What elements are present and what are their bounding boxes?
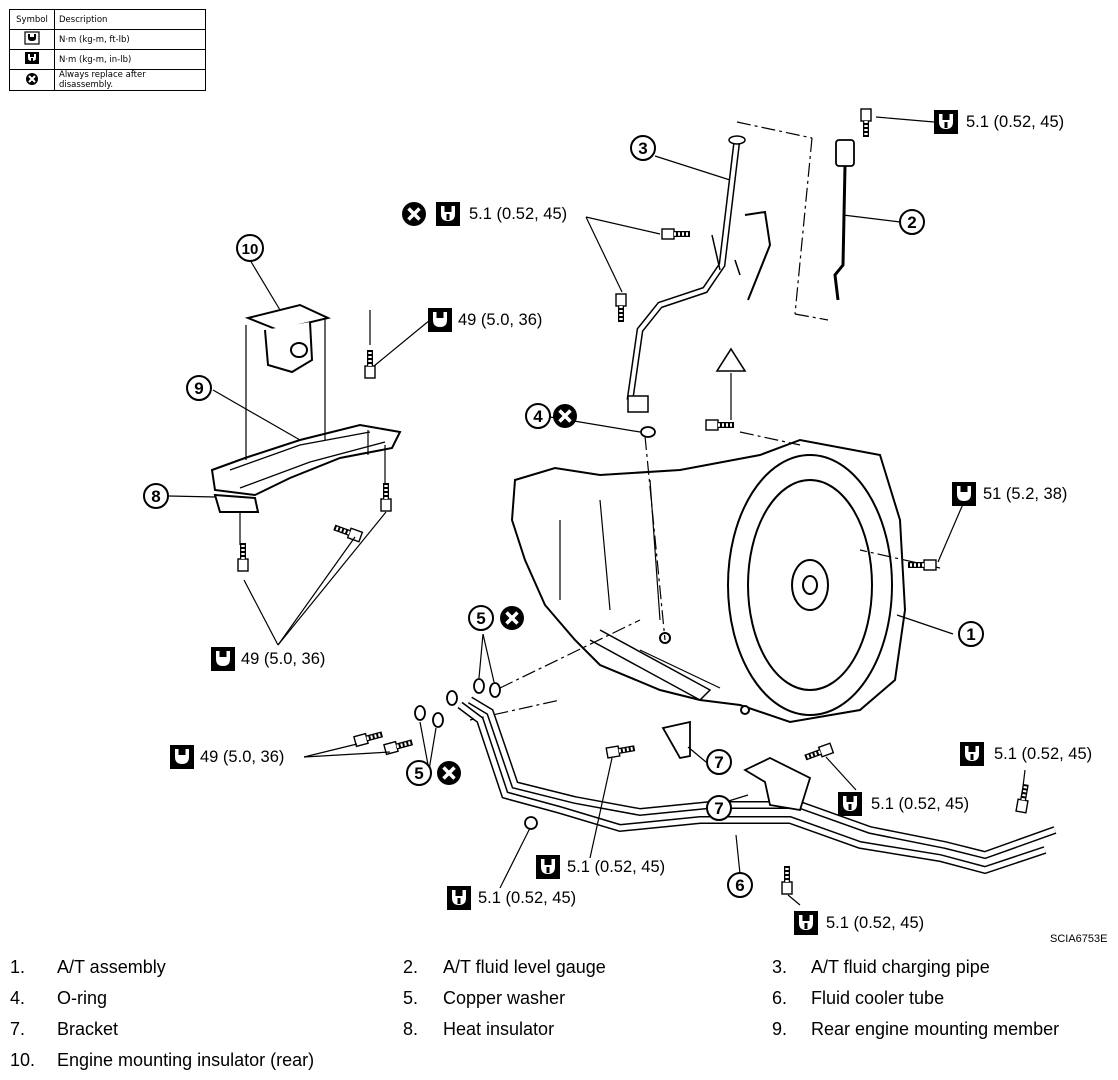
member-long-bolt	[333, 523, 363, 542]
callout-8: 8	[143, 483, 169, 509]
legend-row-text: Always replace after disassembly.	[54, 69, 206, 91]
converter-bolt-torque: 51 (5.2, 38)	[983, 485, 1068, 503]
member-bolt-right	[381, 483, 391, 511]
tube-bolt-bottom	[782, 866, 792, 894]
mounting-member-drawing	[210, 423, 402, 513]
svg-text:6: 6	[735, 876, 744, 895]
always-replace-icon	[435, 759, 463, 787]
svg-text:8: 8	[151, 487, 160, 506]
callout-10: 10	[236, 234, 264, 262]
assembly-centerlines	[469, 121, 941, 721]
charging-pipe-bolt-torque: 5.1 (0.52, 45)	[469, 205, 568, 223]
bracket-bolt-upper-torque: 5.1 (0.52, 45)	[567, 858, 666, 876]
o-ring	[640, 426, 656, 438]
fluid-level-gauge-drawing	[833, 139, 855, 301]
callout-leaders	[168, 116, 1026, 906]
charging-pipe-bolt	[662, 229, 690, 239]
torque-inlb-icon	[536, 855, 560, 879]
svg-text:9: 9	[194, 379, 203, 398]
bracket-bolt-right-torque: 5.1 (0.52, 45)	[871, 795, 970, 813]
callout-7a: 7	[706, 749, 732, 775]
charging-pipe-drawing	[626, 135, 772, 413]
always-replace-icon	[9, 69, 55, 91]
tube-nut-torque: 5.1 (0.52, 45)	[478, 889, 577, 907]
insulator-rear-drawing	[244, 303, 332, 374]
torque-ftlb-icon	[9, 29, 55, 50]
union-bolts-torque: 49 (5.0, 36)	[200, 748, 285, 766]
tube-nut	[524, 816, 538, 830]
tube-bolt-bottom-torque: 5.1 (0.52, 45)	[826, 914, 925, 932]
at-assembly-drawing	[510, 438, 907, 724]
torque-inlb-icon	[447, 886, 471, 910]
callout-5b: 5	[406, 760, 432, 786]
callout-4: 4	[525, 403, 551, 429]
always-replace-icon	[551, 402, 579, 430]
torque-ftlb-icon	[952, 482, 976, 506]
svg-text:1: 1	[966, 625, 975, 644]
svg-text:10: 10	[242, 241, 259, 258]
always-replace-icon	[400, 200, 428, 228]
bracket-drawing	[661, 720, 812, 812]
triangle-icon	[715, 347, 747, 372]
callout-9: 9	[186, 375, 212, 401]
torque-inlb-icon	[436, 202, 460, 226]
union-bolt-upper	[354, 729, 384, 746]
callout-5a: 5	[468, 605, 494, 631]
svg-text:7: 7	[714, 753, 723, 772]
bracket-bolt-upper	[606, 743, 635, 758]
svg-text:7: 7	[714, 799, 723, 818]
svg-text:4: 4	[533, 407, 543, 426]
torque-ftlb-icon	[211, 647, 235, 671]
svg-text:5: 5	[476, 609, 485, 628]
gauge-bolt-torque: 5.1 (0.52, 45)	[966, 113, 1065, 131]
insulator-bolt	[365, 350, 375, 378]
member-bolts-torque: 49 (5.0, 36)	[241, 650, 326, 668]
gauge-bolt	[861, 109, 871, 137]
image-code: SCIA6753E	[1050, 933, 1108, 945]
svg-text:2: 2	[907, 213, 916, 232]
callout-1: 1	[958, 621, 984, 647]
torque-inlb-icon	[794, 911, 818, 935]
fluid-cooler-tube-drawing	[457, 696, 1057, 875]
member-leader-lines	[239, 310, 386, 545]
torque-ftlb-icon	[428, 308, 452, 332]
always-replace-icon	[498, 604, 526, 632]
svg-text:5: 5	[414, 764, 423, 783]
torque-inlb-icon	[960, 742, 984, 766]
member-bolt-left	[238, 543, 248, 571]
callout-6: 6	[727, 872, 753, 898]
torque-inlb-icon	[838, 792, 862, 816]
torque-ftlb-icon	[170, 745, 194, 769]
callout-7b: 7	[706, 795, 732, 821]
insulator-bolt-torque: 49 (5.0, 36)	[458, 311, 543, 329]
callout-2: 2	[899, 209, 925, 235]
converter-housing-bolt	[706, 420, 734, 430]
circled-number-callouts: 1 2 3 4 5 5 6 7 7 8 9 10	[143, 135, 984, 898]
callout-3: 3	[630, 135, 656, 161]
torque-inlb-icon	[934, 110, 958, 134]
copper-washers	[414, 678, 501, 728]
charging-pipe-lower-bolt	[616, 294, 626, 322]
svg-text:3: 3	[638, 139, 647, 158]
tube-clamp-bolt-torque: 5.1 (0.52, 45)	[994, 745, 1093, 763]
symbol-legend-table: Symbol Description N·m (kg-m, ft-lb) N·m…	[9, 9, 206, 91]
